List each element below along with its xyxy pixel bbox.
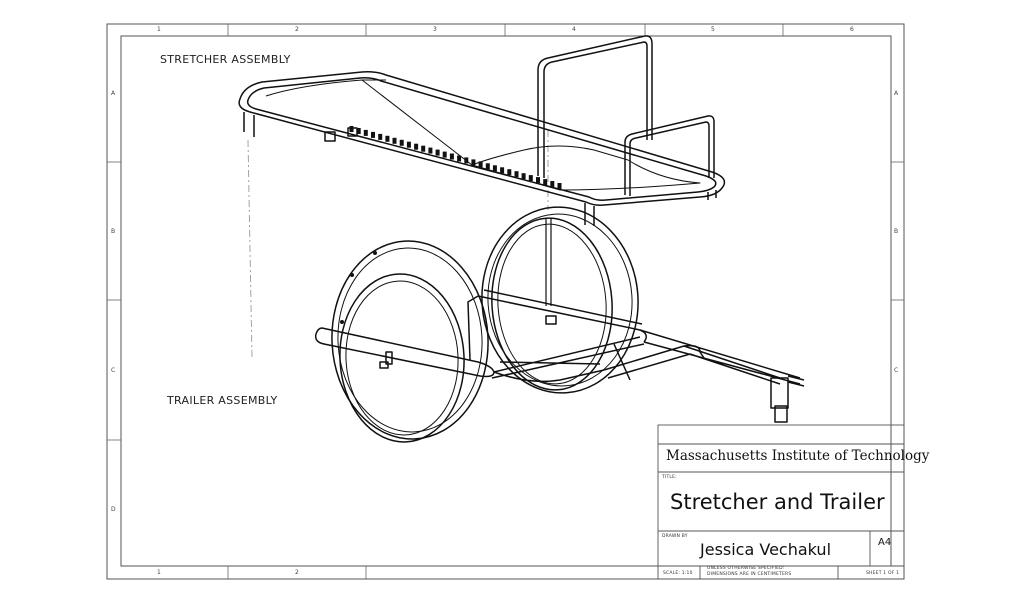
hinge-segment [349, 126, 354, 132]
trailer-assembly [314, 206, 805, 443]
zone-right-row-c: C [894, 367, 899, 374]
sheet-size: A4 [878, 537, 892, 548]
hinge-segment [492, 165, 497, 172]
drawn-by-label: DRAWN BY [662, 534, 688, 539]
hinge-segment [500, 167, 505, 174]
zone-col-6: 6 [850, 26, 854, 33]
trailer-assembly-label: TRAILER ASSEMBLY [167, 394, 278, 407]
hinge-segment [399, 139, 404, 146]
zone-bottom-col-1: 1 [157, 569, 161, 576]
hinge-segment [536, 177, 540, 184]
hinge-segment [371, 131, 375, 138]
hinge-segment [557, 183, 562, 189]
hinge-segment [428, 147, 433, 154]
hinge-segment [521, 173, 526, 180]
zone-bottom-col-2: 2 [295, 569, 299, 576]
zone-row-b: B [111, 228, 116, 235]
hinge-segment [528, 175, 533, 182]
hinge-segment [414, 143, 419, 150]
stretcher-frame-inner [246, 77, 717, 201]
hinge-segment [406, 141, 411, 148]
hinge-segment [457, 155, 462, 162]
left-wheel [339, 273, 465, 443]
hinge-segment [421, 145, 426, 152]
stretcher-leg-2 [584, 203, 595, 226]
hinge-segment [550, 181, 555, 187]
stretcher-frame [238, 71, 726, 206]
hinge-segment [385, 135, 390, 142]
drawing-title: Stretcher and Trailer [670, 490, 885, 514]
right-fender [481, 206, 639, 394]
stretcher-clip [324, 131, 336, 142]
hinge-segment [543, 179, 548, 186]
trailer-tongue [639, 329, 801, 385]
inner-border [120, 35, 892, 567]
left-fender [331, 240, 489, 440]
hinge-segment [442, 151, 447, 158]
hinge-segment [478, 161, 483, 168]
stretcher-leg-3 [707, 190, 717, 200]
chassis-main-left [491, 336, 645, 379]
zone-col-3: 3 [433, 26, 437, 33]
hinge-segment [392, 137, 397, 144]
hinge-segment [507, 169, 512, 176]
zone-col-2: 2 [295, 26, 299, 33]
author-name: Jessica Vechakul [700, 540, 832, 559]
chassis-rail-b [613, 343, 631, 381]
hinge-segment [471, 159, 476, 166]
dimension-note-2: DIMENSIONS ARE IN CENTIMETERS [707, 572, 792, 577]
trailer-hitch [770, 377, 789, 409]
zone-row-d: D [111, 506, 116, 513]
hinge-segment [449, 153, 454, 160]
hinge-segment [378, 133, 383, 140]
title-field-label: TITLE: [662, 475, 677, 480]
hinge-segment [485, 163, 490, 170]
zone-col-5: 5 [711, 26, 715, 33]
chassis-diagonal [493, 361, 605, 383]
stretcher-bed [265, 79, 701, 191]
stretcher-leg-1 [243, 112, 255, 137]
zone-col-1: 1 [157, 26, 161, 33]
stretcher-footrest [624, 115, 715, 195]
hinge-segment [464, 157, 469, 164]
hinge-segment [356, 128, 361, 134]
zone-ticks [107, 24, 904, 579]
zone-row-a: A [111, 90, 116, 97]
scale-note: SCALE: 1:10 [663, 571, 693, 576]
stretcher-assembly-label: STRETCHER ASSEMBLY [160, 53, 291, 66]
projection-lines [247, 130, 549, 359]
institution-name: Massachusetts Institute of Technology [666, 448, 930, 464]
hinge-segment [514, 171, 519, 178]
outer-border [106, 23, 905, 580]
stretcher-hinge [349, 126, 562, 189]
zone-right-row-a: A [894, 90, 899, 97]
zone-row-c: C [111, 367, 116, 374]
hinge-segment [363, 129, 368, 136]
stretcher-backrest [537, 35, 653, 176]
chassis-front-tube [314, 327, 495, 378]
dimension-note-1: UNLESS OTHERWISE SPECIFIED: [707, 566, 785, 571]
zone-right-row-b: B [894, 228, 899, 235]
sheet-number: SHEET 1 OF 1 [866, 571, 900, 576]
hinge-segment [435, 149, 440, 156]
title-block-frame [657, 424, 905, 580]
stretcher-assembly [238, 35, 726, 226]
chassis-side [467, 295, 479, 361]
zone-col-4: 4 [572, 26, 576, 33]
